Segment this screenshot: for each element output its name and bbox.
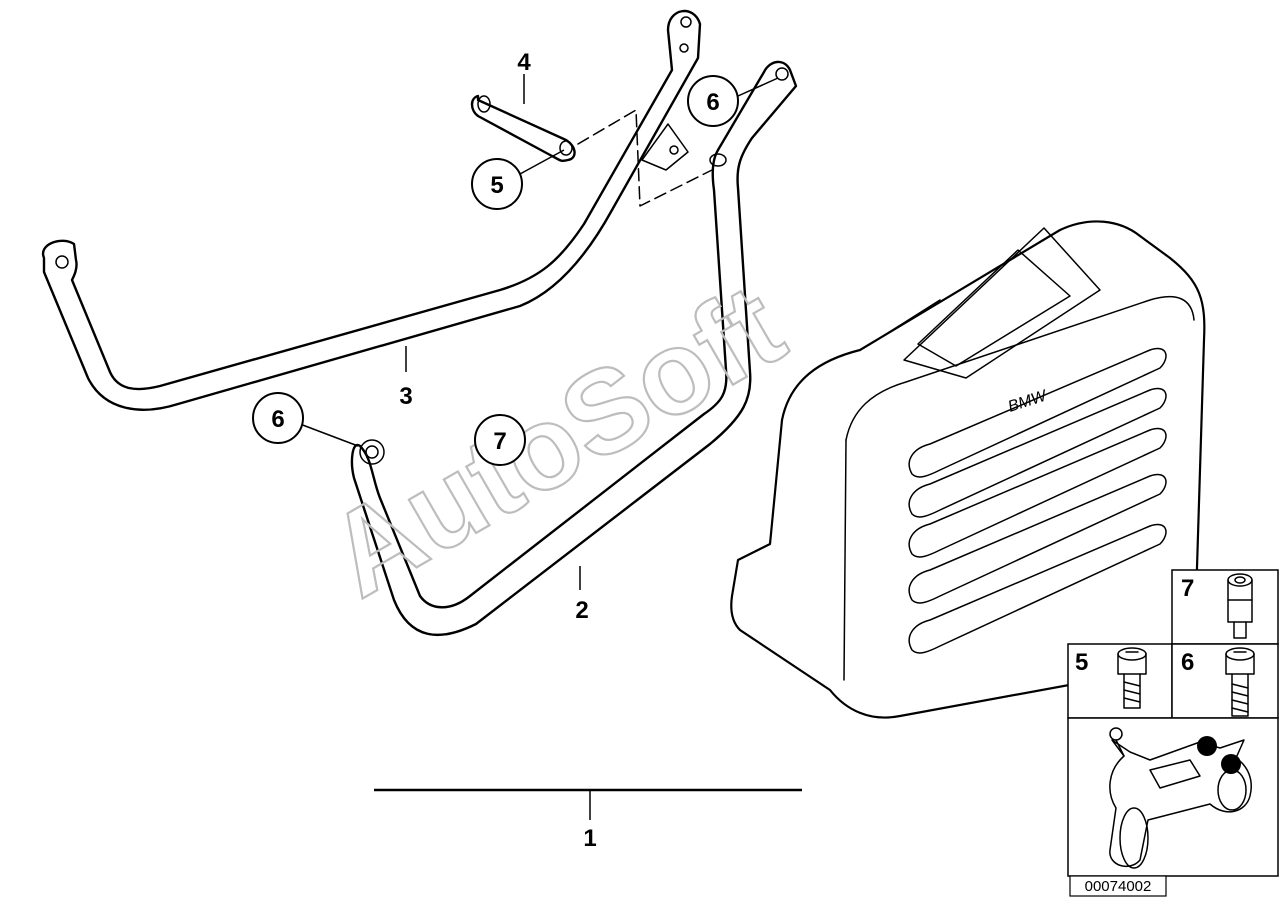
callout-3-label: 3 (399, 383, 412, 410)
panel-label-5: 5 (1075, 649, 1088, 676)
threaded-sleeve-icon (1227, 573, 1253, 639)
bracket-bar-3 (41, 9, 702, 411)
callout-6-left-label: 6 (271, 406, 284, 433)
reference-number: 00074002 (1085, 878, 1152, 895)
callout-4: 4 (517, 49, 531, 104)
callout-2-label: 2 (575, 597, 588, 624)
screw-icon (1117, 647, 1147, 709)
callout-6-top-label: 6 (706, 89, 719, 116)
connection-marker (577, 109, 713, 207)
callout-1-label: 1 (583, 825, 596, 852)
callout-2: 2 (575, 566, 589, 624)
callout-7: 7 (474, 414, 526, 466)
callout-6-top: 6 (687, 75, 779, 127)
bolt-icon (1225, 647, 1255, 717)
panel-label-6: 6 (1181, 649, 1194, 676)
panel-label-7: 7 (1181, 575, 1194, 602)
bracket-bar-2 (350, 60, 798, 637)
callout-1: 1 (374, 788, 802, 852)
callout-3: 3 (399, 346, 413, 410)
callout-5-label: 5 (490, 172, 503, 199)
callout-6-left: 6 (252, 392, 359, 447)
side-case: BMW (730, 220, 1206, 719)
spacer-rod-4 (470, 94, 576, 162)
watermark-text: AutoSoft (307, 259, 804, 622)
callout-7-label: 7 (493, 428, 506, 455)
callout-4-label: 4 (517, 49, 531, 76)
hardware-panel: 7 5 6 (1067, 569, 1279, 897)
callout-5: 5 (471, 149, 565, 210)
motorcycle-icon (1109, 727, 1252, 869)
